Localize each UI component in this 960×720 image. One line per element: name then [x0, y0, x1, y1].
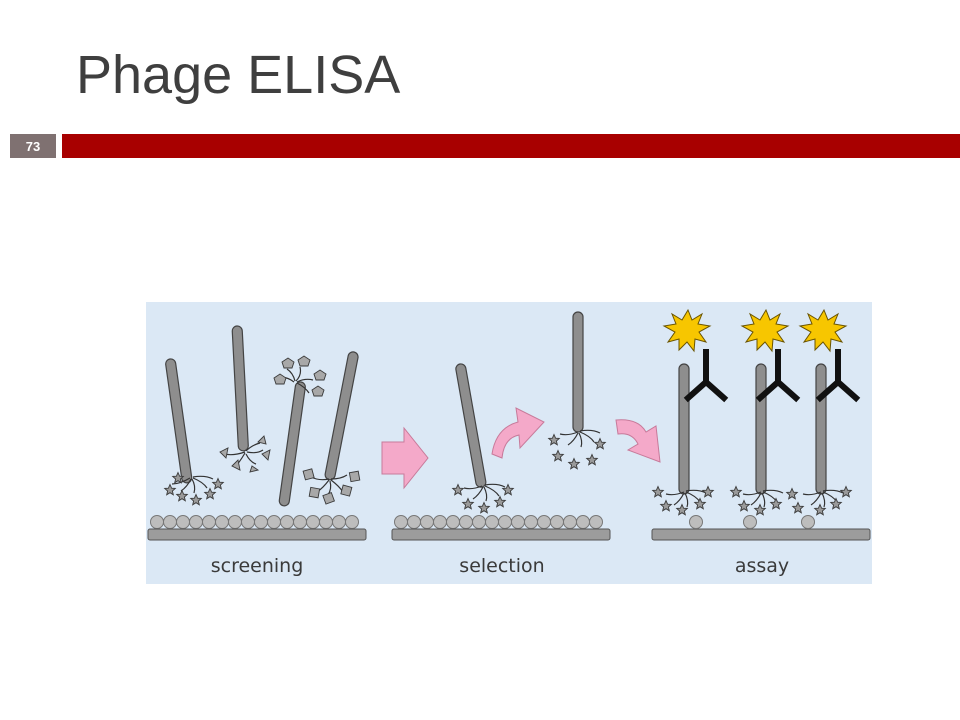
arrow-2	[491, 407, 545, 459]
slide-title: Phage ELISA	[76, 45, 401, 105]
screening-panel	[147, 325, 367, 541]
assay-targets	[689, 515, 815, 529]
target-beads	[150, 515, 359, 529]
selection-panel	[391, 311, 611, 541]
secondary-antibodies	[683, 349, 861, 403]
label-selection: selection	[459, 555, 544, 577]
signal-bursts	[662, 308, 848, 353]
phage-rods	[165, 325, 359, 507]
title-rule	[62, 134, 960, 158]
plate-surface-selection	[391, 528, 611, 541]
arrow-3	[615, 419, 661, 463]
triangle-peptides	[219, 435, 271, 473]
phage-tails	[171, 366, 348, 496]
arrow-1	[381, 426, 429, 490]
plate-surface	[147, 528, 367, 541]
assay-panel	[651, 308, 871, 541]
label-assay: assay	[735, 555, 789, 577]
pentagon-peptides	[273, 355, 327, 397]
phage-elisa-figure: screening selection assay	[146, 302, 872, 584]
phage-rods-selection	[455, 311, 584, 488]
target-beads-selection	[394, 515, 603, 529]
phage-tails-selection	[463, 429, 601, 502]
label-screening: screening	[211, 555, 304, 577]
slide-number: 73	[10, 134, 56, 158]
square-peptides	[302, 468, 361, 505]
plate-surface-assay	[651, 528, 871, 541]
assay-phage-tails	[665, 489, 844, 508]
